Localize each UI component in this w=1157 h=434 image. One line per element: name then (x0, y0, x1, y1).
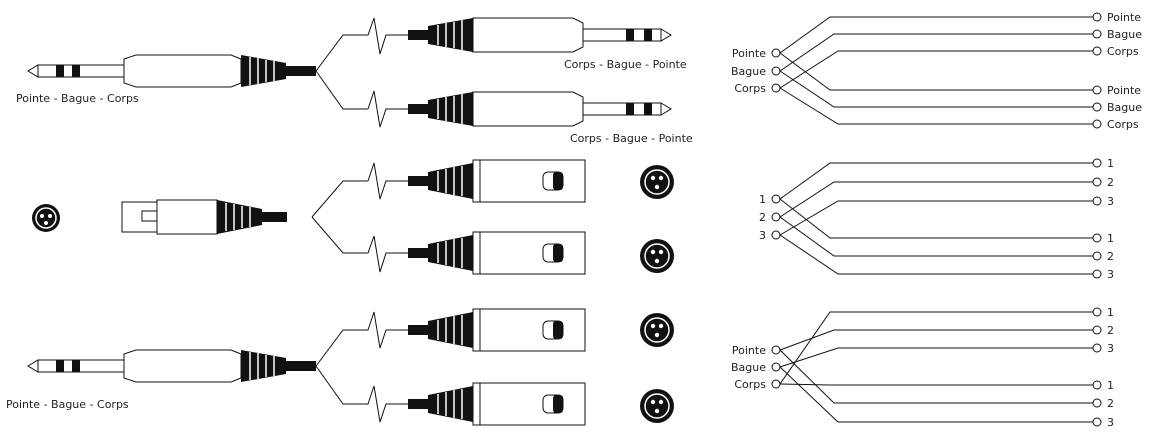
xlr-female-face (31, 203, 61, 233)
right-pin-label: Bague (1107, 28, 1142, 41)
right-pin-label: Pointe (1107, 11, 1141, 24)
right-pin-label: 3 (1107, 342, 1114, 355)
wire (779, 311, 1093, 385)
wire (779, 383, 1093, 386)
right-pin (1092, 251, 1102, 261)
right-pin-label: 1 (1107, 157, 1114, 170)
right-pin-label: Pointe (1107, 84, 1141, 97)
wire (779, 216, 1093, 257)
right-pin-label: 2 (1107, 397, 1114, 410)
left-pin (771, 212, 781, 222)
right-pin (1092, 29, 1102, 39)
right-pin (1092, 158, 1102, 168)
right-pin-label: 2 (1107, 250, 1114, 263)
left-pin-label: 3 (759, 229, 766, 242)
left-pin-label: Corps (734, 378, 766, 391)
cable-split-1 (315, 17, 408, 128)
wire (779, 16, 1093, 54)
right-pin-label: 3 (1107, 416, 1114, 429)
left-pin (771, 230, 781, 240)
xlr-male-connector-3b (407, 382, 586, 426)
right-pin (1092, 417, 1102, 427)
right-pin-label: Corps (1107, 118, 1139, 131)
left-pin (771, 362, 781, 372)
left-pin-label: Pointe (732, 47, 766, 60)
right-pin (1092, 102, 1102, 112)
left-pin (771, 48, 781, 58)
wire (779, 347, 1093, 368)
right-pin (1092, 177, 1102, 187)
left-pin-label: Corps (734, 82, 766, 95)
wiring-schematic-trs-to-trs: PointeBagueCorpsPointeBagueCorpsPointeBa… (731, 11, 1142, 131)
left-pin (771, 66, 781, 76)
trs-dest-label-1b: Corps - Bague - Pointe (570, 132, 693, 145)
right-pin-label: 1 (1107, 232, 1114, 245)
trs-dest-jack-1a (407, 17, 672, 53)
right-pin (1092, 398, 1102, 408)
right-pin (1092, 343, 1102, 353)
right-pin (1092, 196, 1102, 206)
right-pin (1092, 269, 1102, 279)
wire (779, 87, 1093, 125)
right-pin (1092, 380, 1102, 390)
cable-split-2 (311, 162, 408, 273)
right-pin (1092, 233, 1102, 243)
xlr-male-face-3a (639, 312, 675, 348)
right-pin (1092, 46, 1102, 56)
xlr-male-connector-2a (407, 159, 586, 203)
cable-split-3 (315, 311, 408, 423)
xlr-male-face-2a (639, 164, 675, 200)
left-pin-label: Bague (731, 361, 766, 374)
right-pin-label: 1 (1107, 379, 1114, 392)
right-pin (1092, 325, 1102, 335)
xlr-female-connector (121, 199, 288, 235)
right-pin-label: 1 (1107, 306, 1114, 319)
wire (779, 181, 1093, 218)
right-pin (1092, 307, 1102, 317)
wire (779, 198, 1093, 239)
xlr-male-face-3b (639, 388, 675, 424)
wire (779, 366, 1093, 423)
wire (779, 349, 1093, 404)
wire (779, 200, 1093, 236)
trs-source-label-1: Pointe - Bague - Corps (16, 92, 139, 105)
xlr-male-connector-2b (407, 231, 586, 275)
left-pin-label: 2 (759, 211, 766, 224)
wiring-schematic-xlr-to-xlr: 1 2 3 1 2 3 1 2 3 (759, 157, 1114, 281)
left-pin-label: Bague (731, 65, 766, 78)
right-pin (1092, 119, 1102, 129)
right-pin (1092, 12, 1102, 22)
left-pin (771, 345, 781, 355)
left-pin (771, 194, 781, 204)
right-pin-label: Corps (1107, 45, 1139, 58)
trs-source-label-3: Pointe - Bague - Corps (6, 398, 129, 411)
wire (779, 33, 1093, 72)
trs-dest-jack-1b (407, 91, 672, 127)
trs-source-jack-3 (27, 349, 317, 383)
right-pin-label: 3 (1107, 195, 1114, 208)
left-pin (771, 83, 781, 93)
wire (779, 50, 1093, 89)
left-pin-label: 1 (759, 193, 766, 206)
xlr-male-face-2b (639, 238, 675, 274)
right-pin-label: 2 (1107, 176, 1114, 189)
left-pin-label: Pointe (732, 344, 766, 357)
xlr-male-connector-3a (407, 308, 586, 352)
wire (779, 70, 1093, 108)
wire (779, 329, 1093, 351)
wire (779, 234, 1093, 275)
right-pin (1092, 85, 1102, 95)
right-pin-label: 3 (1107, 268, 1114, 281)
wire (779, 162, 1093, 200)
left-pin (771, 379, 781, 389)
right-pin-label: Bague (1107, 101, 1142, 114)
trs-dest-label-1a: Corps - Bague - Pointe (564, 58, 687, 71)
right-pin-label: 2 (1107, 324, 1114, 337)
wire (779, 52, 1093, 91)
trs-source-jack-1 (27, 54, 317, 88)
